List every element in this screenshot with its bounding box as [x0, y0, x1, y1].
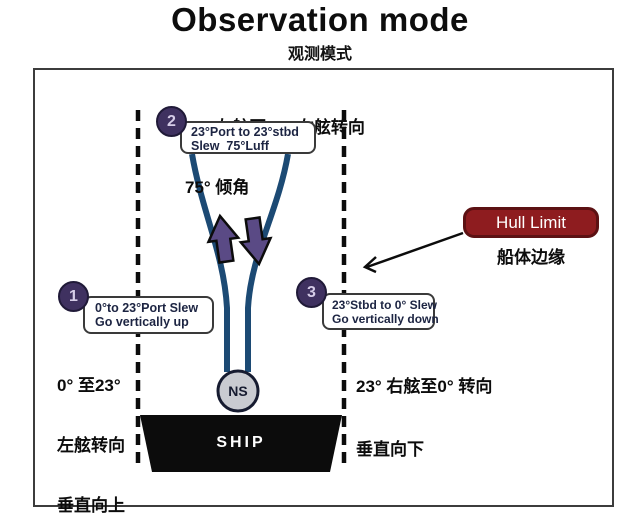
callout-3-line1: 23°Stbd to 0° Slew	[332, 298, 437, 312]
slew-up-arrow-icon	[206, 213, 241, 264]
callout-2-box: 23°Port to 23°stbd Slew 75°Luff	[180, 121, 316, 154]
hull-limit-zh-label: 船体边缘	[497, 248, 565, 267]
callout-3-zh-line2: 垂直向下	[356, 440, 424, 459]
callout-1-badge: 1	[58, 281, 89, 312]
callout-3-zh-note: 23° 右舷至0° 转向 垂直向下	[356, 334, 492, 502]
page-title: Observation mode	[171, 1, 469, 38]
callout-3-box: 23°Stbd to 0° Slew Go vertically down	[322, 293, 439, 330]
callout-1-line2: Go vertically up	[95, 315, 189, 329]
callout-2-badge: 2	[156, 106, 187, 137]
ship-label: SHIP	[216, 434, 266, 451]
ns-node	[216, 369, 260, 413]
callout-1-zh-line3: 垂直向上	[57, 496, 125, 514]
callout-1-zh-line2: 左舷转向	[57, 436, 125, 455]
page-subtitle: 观测模式	[287, 46, 352, 63]
callout-3-line2: Go vertically down	[332, 312, 439, 326]
callout-2-line1: 23°Port to 23°stbd	[191, 125, 299, 139]
callout-1-zh-line1: 0° 至23°	[57, 376, 121, 395]
top-note: 23° 左舷至23° 右舷转向 75° 倾角	[185, 78, 365, 238]
hull-limit-callout: Hull Limit	[463, 207, 599, 238]
hull-limit-pointer-line	[366, 231, 464, 269]
hull-limit-pointer-arrowhead-icon	[362, 256, 377, 274]
slew-down-arrow-icon	[238, 216, 273, 267]
callout-3-zh-line1: 23° 右舷至0° 转向	[356, 377, 493, 396]
callout-3-badge: 3	[296, 277, 327, 308]
ns-label: NS	[228, 383, 248, 399]
callout-1-line1: 0°to 23°Port Slew	[95, 301, 199, 315]
top-note-line2: 75° 倾角	[185, 178, 250, 197]
callout-2-line2: Slew 75°Luff	[191, 139, 269, 153]
ship-shape	[140, 415, 342, 472]
callout-1-zh-note: 0° 至23° 左舷转向 垂直向上	[57, 336, 125, 514]
callout-1-box: 0°to 23°Port Slew Go vertically up	[83, 296, 214, 334]
